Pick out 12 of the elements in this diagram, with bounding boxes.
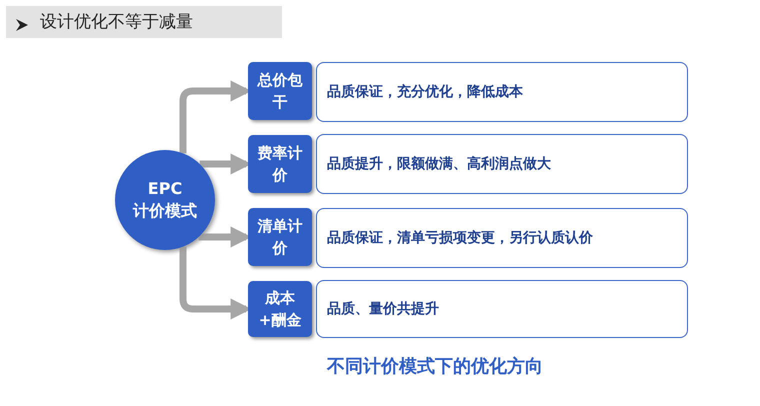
mode-box: 总价包干: [248, 62, 312, 120]
description-box: 品质提升，限额做满、高利润点做大: [316, 134, 688, 194]
mode-box: 清单计价: [248, 208, 312, 266]
description-box: 品质保证，充分优化，降低成本: [316, 62, 688, 122]
description-box: 品质、量价共提升: [316, 280, 688, 338]
title: 设计优化不等于减量: [40, 11, 193, 33]
circle-text: 计价模式: [133, 200, 197, 222]
mode-box: 成本+酬金: [248, 281, 312, 337]
description-box: 品质保证，清单亏损项变更，另行认质认价: [316, 208, 688, 268]
caption: 不同计价模式下的优化方向: [326, 355, 544, 378]
circle-heading: EPC: [148, 178, 182, 200]
mode-box: 费率计价: [248, 135, 312, 193]
